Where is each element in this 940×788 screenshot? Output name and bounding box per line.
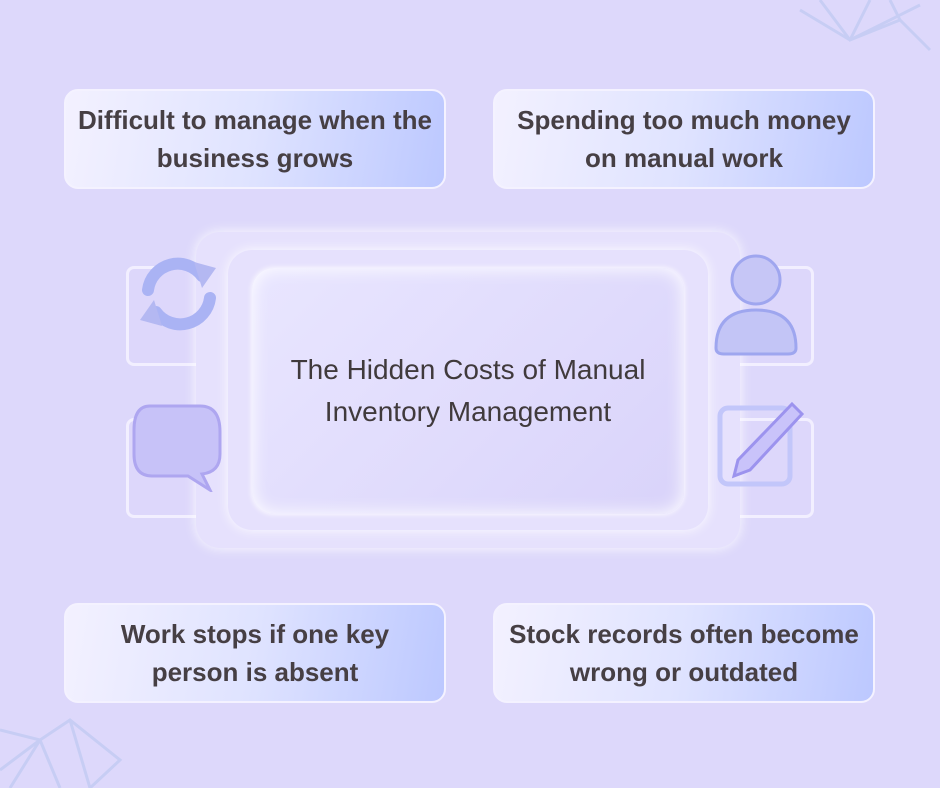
card-manual-cost: Spending too much money on manual work bbox=[493, 89, 875, 189]
title-text: The Hidden Costs of Manual Inventory Man… bbox=[290, 354, 646, 427]
user-icon bbox=[714, 254, 798, 356]
card-text: Spending too much money on manual work bbox=[517, 105, 851, 173]
card-business-growth: Difficult to manage when the business gr… bbox=[64, 89, 446, 189]
wireframe-decoration-icon bbox=[799, 0, 932, 52]
edit-pencil-icon bbox=[717, 401, 805, 487]
chat-bubble-icon bbox=[132, 404, 222, 492]
card-text: Work stops if one key person is absent bbox=[120, 619, 390, 687]
refresh-icon bbox=[140, 257, 216, 331]
wireframe-decoration-icon bbox=[0, 718, 123, 788]
card-text: Difficult to manage when the business gr… bbox=[78, 105, 432, 173]
card-text: Stock records often become wrong or outd… bbox=[509, 619, 859, 687]
card-stock-records: Stock records often become wrong or outd… bbox=[493, 603, 875, 703]
main-title: The Hidden Costs of Manual Inventory Man… bbox=[252, 268, 684, 514]
card-key-person: Work stops if one key person is absent bbox=[64, 603, 446, 703]
